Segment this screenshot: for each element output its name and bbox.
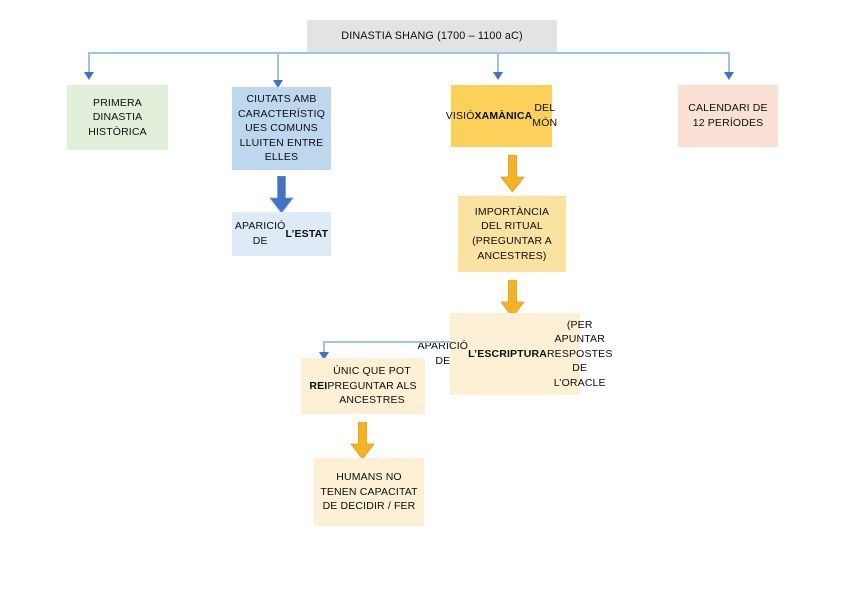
node-humans-no-tenen-capacitat: HUMANS NO TENEN CAPACITAT DE DECIDIR / F… xyxy=(314,458,424,526)
connector-drop-4 xyxy=(728,52,730,74)
connector-drop-3 xyxy=(497,52,499,74)
node-visio-xamanica-del-mon: VISIÓ XAMÀNICA DEL MÓN xyxy=(446,85,557,147)
arrowhead-branch-3 xyxy=(493,72,503,80)
escriptura-text-bold: L’ESCRIPTURA xyxy=(468,347,547,360)
node-dinastia-shang: DINASTIA SHANG (1700 – 1100 aC) xyxy=(307,20,557,53)
escriptura-text-line1: APARICIÓ DE xyxy=(417,340,469,367)
connector-drop-2 xyxy=(277,52,279,82)
arrowhead-branch-2 xyxy=(273,80,283,88)
connector-drop-1 xyxy=(88,52,90,74)
visio-text-bold: XAMÀNICA xyxy=(474,109,533,122)
rei-text-bold: REI xyxy=(309,379,328,392)
rei-text-plain: ÚNIC QUE POT PREGUNTAR ALS ANCESTRES xyxy=(327,365,417,407)
node-aparicio-de-l-estat: APARICIÓ DE L’ESTAT xyxy=(232,212,331,256)
down-arrow-icon-blue xyxy=(269,176,294,214)
estat-text-plain: APARICIÓ DE xyxy=(234,220,286,247)
node-aparicio-de-l-escriptura: APARICIÓ DE L’ESCRIPTURA (PER APUNTAR RE… xyxy=(418,313,612,395)
escriptura-text-line2: (PER APUNTAR RESPOSTES DE L’ORACLE xyxy=(546,318,613,389)
node-primera-dinastia-historica: PRIMERA DINASTIA HISTÒRICA xyxy=(67,85,168,150)
down-arrow-icon-gold-1 xyxy=(500,155,525,193)
node-rei-unic: REI ÚNIC QUE POT PREGUNTAR ALS ANCESTRES xyxy=(301,358,425,414)
arrowhead-branch-1 xyxy=(84,72,94,80)
visio-text-line2: DEL MÓN xyxy=(532,102,558,129)
node-ciutats-amb-caracteristiques: CIUTATS AMB CARACTERÍSTIQ UES COMUNS LLU… xyxy=(232,87,331,170)
connector-escriptura-to-rei-horizontal xyxy=(323,341,451,343)
connector-bus-horizontal xyxy=(88,52,729,54)
arrowhead-rei xyxy=(319,352,329,360)
connector-escriptura-to-rei-vertical xyxy=(323,341,325,355)
node-importancia-del-ritual: IMPORTÀNCIA DEL RITUAL (PREGUNTAR A ANCE… xyxy=(458,196,566,272)
node-calendari-12-periodes: CALENDARI DE 12 PERÍODES xyxy=(678,85,778,147)
down-arrow-icon-gold-2 xyxy=(500,280,525,318)
arrowhead-branch-4 xyxy=(724,72,734,80)
estat-text-bold: L’ESTAT xyxy=(285,227,329,240)
visio-text-line1: VISIÓ xyxy=(445,109,475,122)
down-arrow-icon-gold-3 xyxy=(350,422,375,460)
